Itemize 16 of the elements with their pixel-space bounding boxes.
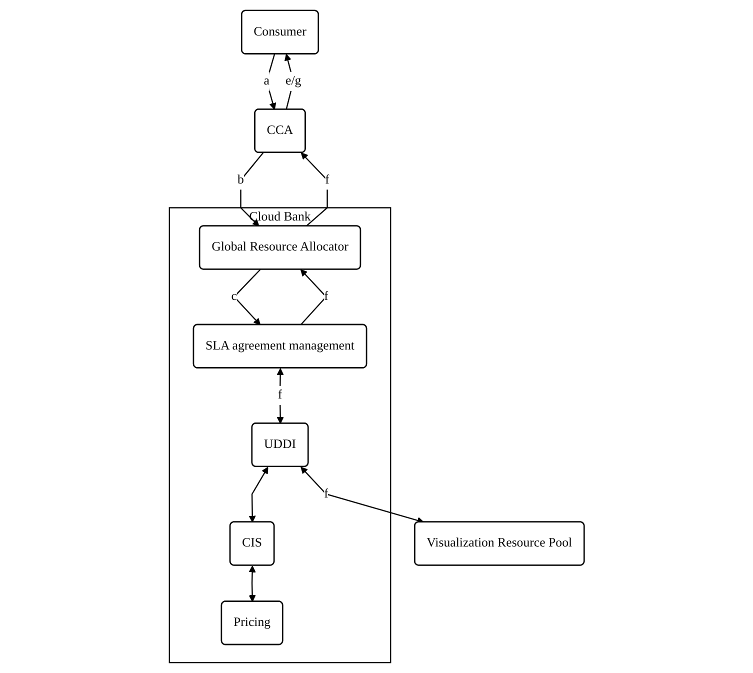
arrow [300,152,328,227]
edge-label: f [324,290,328,304]
arrow [248,466,268,523]
edge-label: c [231,290,237,304]
edge-label: f [324,486,328,501]
arrow [284,54,294,110]
edge-label: a [264,74,270,88]
edge-label: f [278,388,282,402]
edge-label: b [237,172,244,186]
edge-label: f [324,172,330,186]
edge-label: e/g [285,74,301,88]
arrow [240,152,264,227]
arrow [248,566,256,602]
arrow [300,269,327,326]
arrow [300,466,424,524]
arrow [276,368,284,424]
